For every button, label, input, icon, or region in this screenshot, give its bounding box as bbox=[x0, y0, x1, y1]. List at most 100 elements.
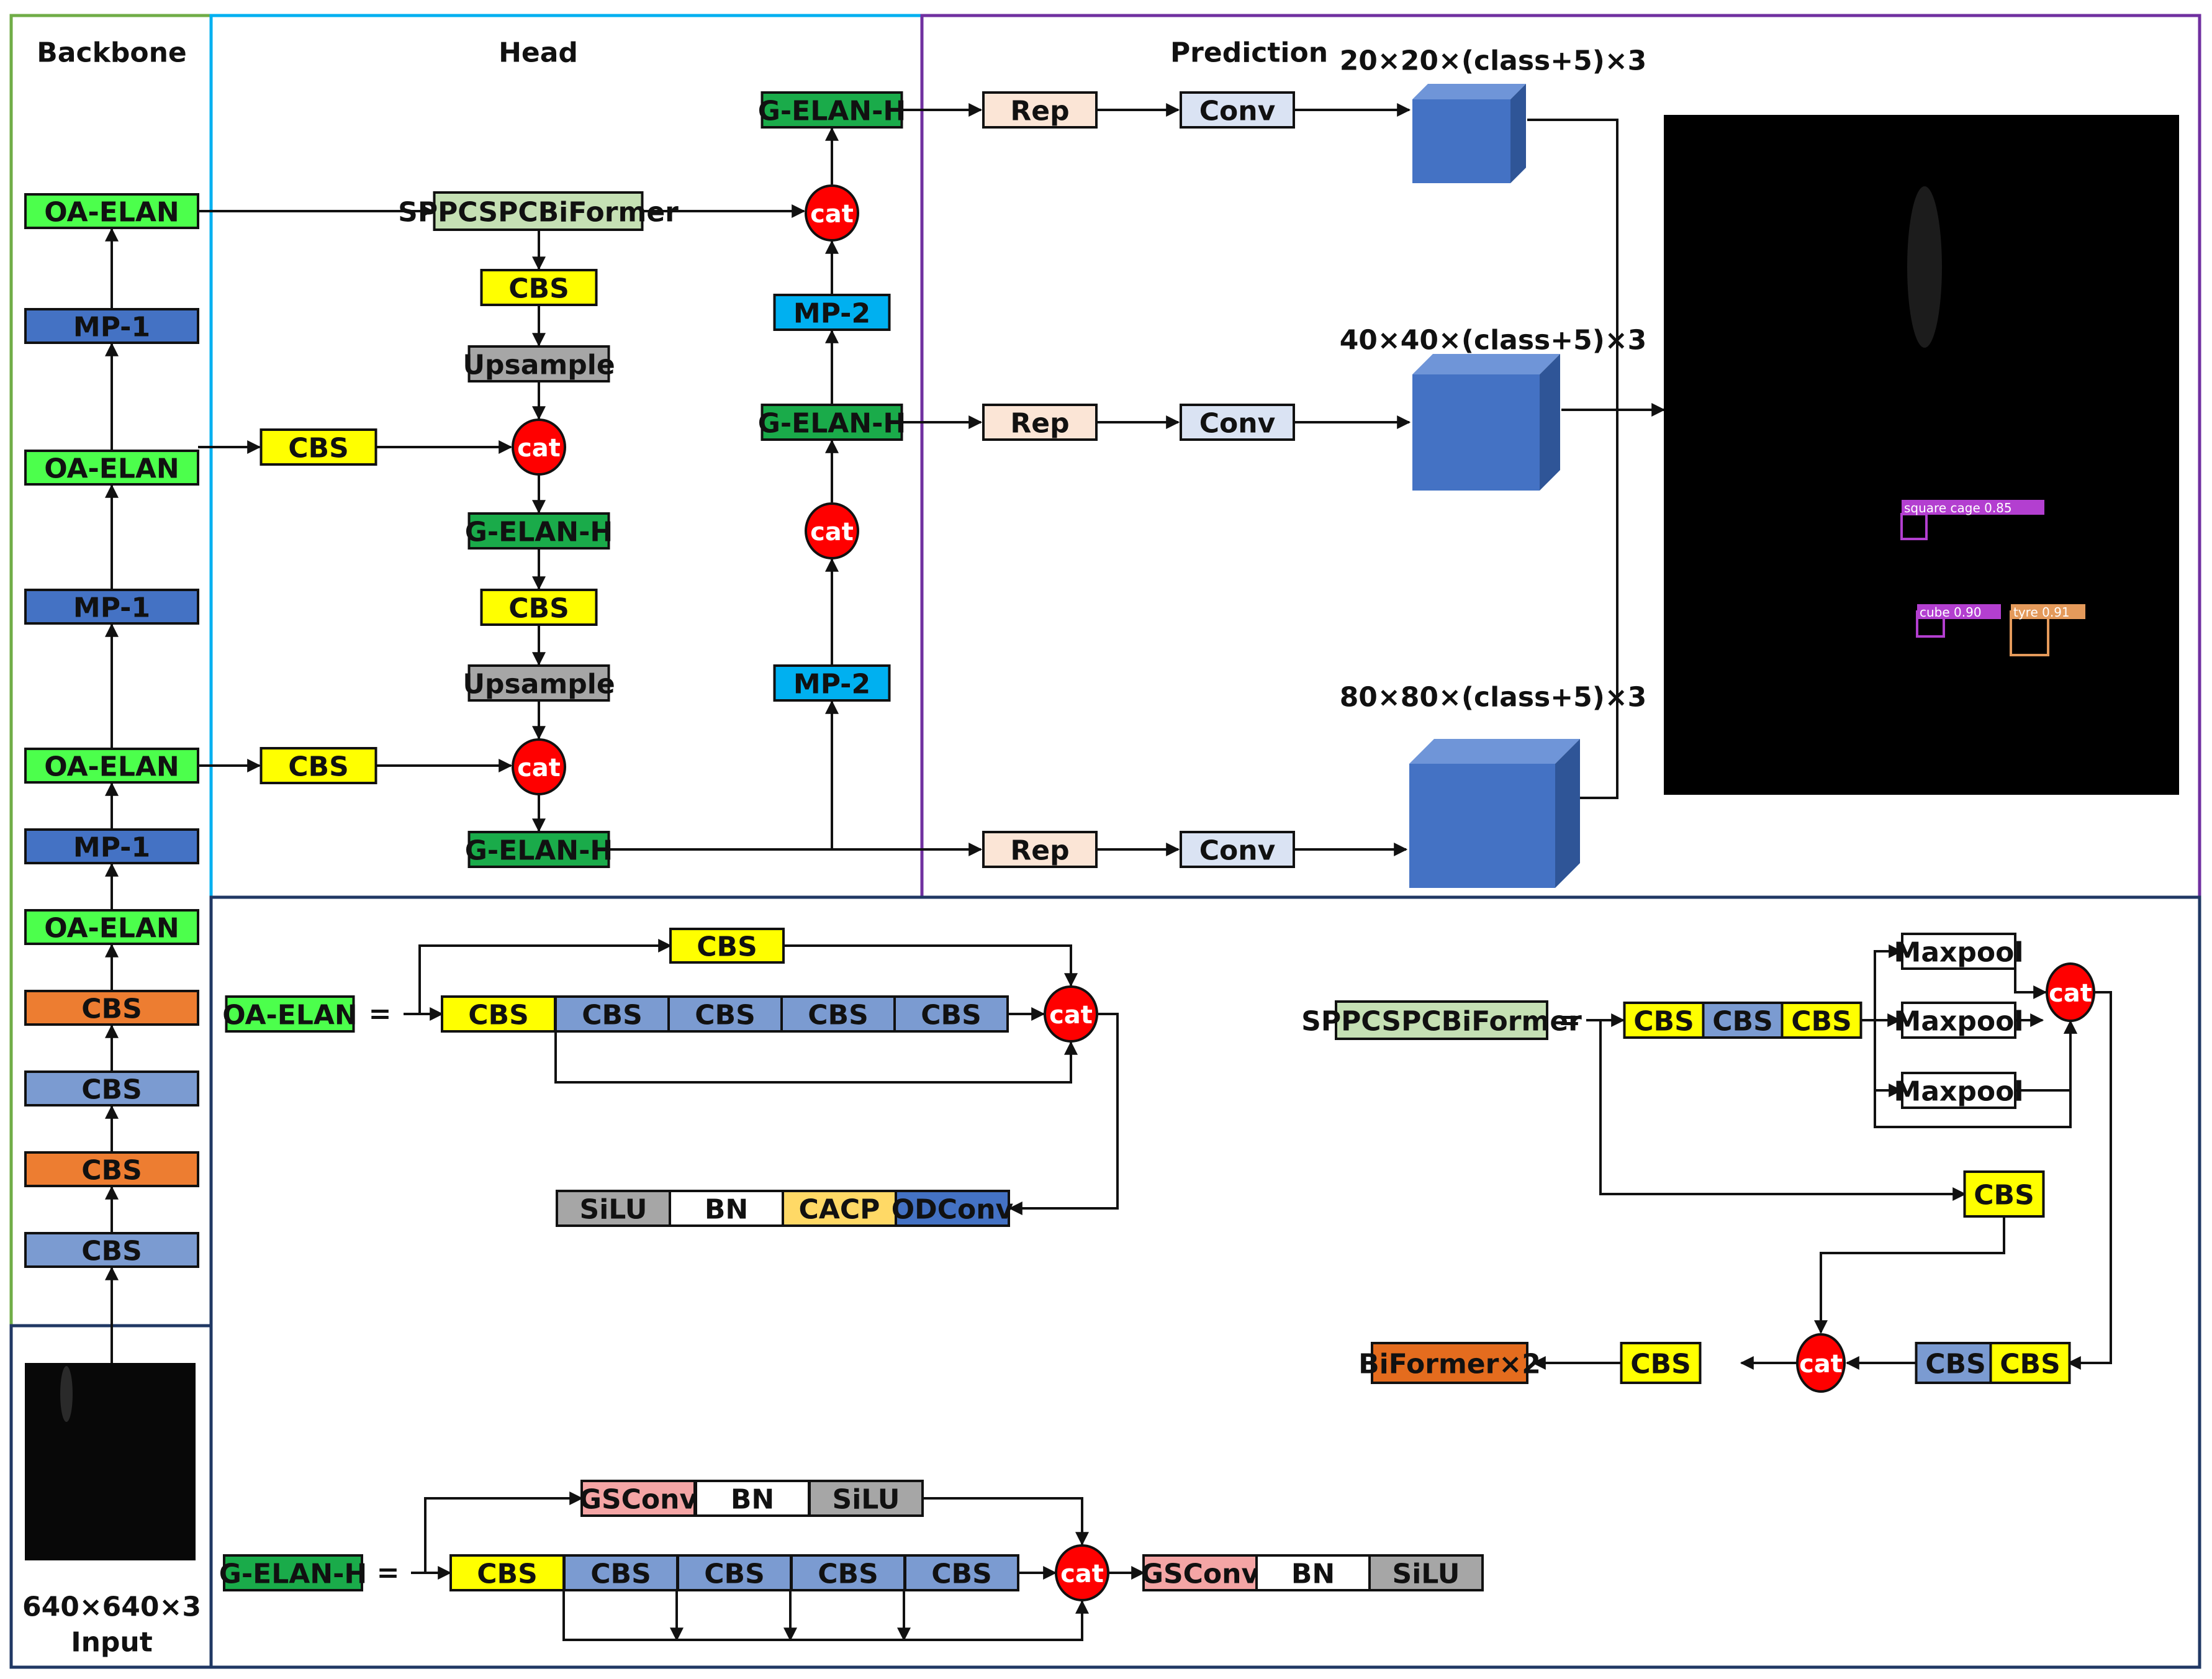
head-cbs-1-label: CBS bbox=[508, 273, 569, 305]
conv-block-2-rect bbox=[1180, 831, 1295, 868]
spp-chain-cbs-0: CBS bbox=[1623, 1002, 1705, 1039]
scale-label-80: 80×80×(class+5)×3 bbox=[1340, 682, 1647, 713]
output-cube-40 bbox=[1412, 354, 1560, 491]
oaelan-odconv-part-0-label: SiLU bbox=[580, 1194, 648, 1226]
backbone-block-2-label: CBS bbox=[81, 1074, 142, 1106]
head-cbs-1: CBS bbox=[480, 269, 598, 306]
gelanh-out-1-rect bbox=[1255, 1554, 1371, 1591]
detection-image-object bbox=[1907, 186, 1942, 348]
conv-block-0-label: Conv bbox=[1199, 96, 1276, 127]
head-lateral-cbs-2-rect bbox=[260, 747, 377, 784]
merge-line bbox=[1527, 119, 1618, 799]
backbone-block-6: OA-ELAN bbox=[24, 748, 199, 784]
spp-maxpool-0-rect bbox=[1901, 933, 2016, 970]
head-cat-1: cat bbox=[512, 419, 566, 476]
spp-chain-cbs-1: CBS bbox=[1702, 1002, 1784, 1039]
head-gelanh-4-label: G-ELAN-H bbox=[758, 96, 906, 127]
gelanh-out-0-label: GSConv bbox=[1141, 1559, 1260, 1590]
gelanh-top-0-rect bbox=[580, 1480, 696, 1517]
head-gelanh-3-rect bbox=[761, 404, 903, 441]
spp-chain-cbs-2: CBS bbox=[1781, 1002, 1862, 1039]
gelanh-out-2-label: SiLU bbox=[1393, 1559, 1460, 1590]
head-mp2-1-label: MP-2 bbox=[793, 669, 870, 700]
backbone-block-1: CBS bbox=[24, 1151, 199, 1187]
gelanh-top-2-label: SiLU bbox=[833, 1484, 900, 1516]
backbone-block-10-rect bbox=[24, 193, 199, 229]
oaelan-cat-label: cat bbox=[1049, 1001, 1093, 1030]
oaelan-odconv-part-3-label: ODConv bbox=[892, 1194, 1014, 1226]
spp-bottom-cbs-0: CBS bbox=[1915, 1342, 1997, 1384]
spp-biformer-block: BiFormer×2 bbox=[1358, 1342, 1541, 1384]
gelanh-chain-cbs-2-rect bbox=[677, 1554, 792, 1591]
gelanh-cat-circle bbox=[1055, 1544, 1109, 1601]
gelanh-cat: cat bbox=[1055, 1544, 1109, 1601]
spp-branch-cbs-rect bbox=[1963, 1170, 2045, 1218]
conv-block-2-label: Conv bbox=[1199, 835, 1276, 867]
gelanh-top-2-rect bbox=[808, 1480, 924, 1517]
head-cat-4-label: cat bbox=[810, 200, 854, 229]
rep-block-2: Rep bbox=[982, 831, 1098, 868]
gelanh-chain-cbs-2: CBS bbox=[677, 1554, 792, 1591]
rep-block-1: Rep bbox=[982, 404, 1098, 441]
head-cat-4-circle bbox=[805, 184, 859, 242]
gelanh-top-1-rect bbox=[695, 1480, 810, 1517]
backbone-title: Backbone bbox=[37, 37, 186, 69]
gelanh-out-0-rect bbox=[1142, 1554, 1258, 1591]
head-gelanh-3-label: G-ELAN-H bbox=[758, 408, 906, 440]
backbone-block-6-label: OA-ELAN bbox=[44, 751, 179, 783]
gelanh-top-0: GSConv bbox=[579, 1480, 697, 1517]
spp-cat-1-circle bbox=[2046, 962, 2095, 1022]
backbone-block-5-label: MP-1 bbox=[73, 832, 150, 864]
spp-biformer-block-label: BiFormer×2 bbox=[1358, 1349, 1541, 1380]
backbone-block-7: MP-1 bbox=[24, 589, 199, 625]
head-upsample-1-rect bbox=[467, 345, 610, 382]
oaelan-chain-cbs-3: CBS bbox=[780, 995, 896, 1033]
backbone-block-5: MP-1 bbox=[24, 828, 199, 864]
head-title: Head bbox=[499, 37, 578, 69]
oaelan-cat: cat bbox=[1044, 985, 1098, 1043]
oaelan-chain-cbs-4-rect bbox=[893, 995, 1009, 1033]
oaelan-odconv-part-1: BN bbox=[669, 1190, 784, 1227]
gelanh-out-0: GSConv bbox=[1141, 1554, 1260, 1591]
output-cube-40-top bbox=[1412, 354, 1560, 374]
spp-cat-to-bottom bbox=[2067, 991, 2112, 1370]
head-upsample-1: Upsample bbox=[463, 345, 615, 382]
backbone-block-8: OA-ELAN bbox=[24, 450, 199, 486]
head-cat-2-circle bbox=[512, 738, 566, 795]
oaelan-odconv-part-2-rect bbox=[782, 1190, 897, 1227]
head-cat-1-label: cat bbox=[517, 434, 561, 463]
oaelan-odconv-part-3: ODConv bbox=[892, 1190, 1014, 1227]
head-gelanh-4: G-ELAN-H bbox=[758, 91, 906, 129]
head-cat-1-circle bbox=[512, 419, 566, 476]
backbone-block-0-label: CBS bbox=[81, 1236, 142, 1267]
oaelan-chain-cbs-3-rect bbox=[780, 995, 896, 1033]
rep-block-0-label: Rep bbox=[1010, 96, 1069, 127]
spp-bottom-cbs-0-rect bbox=[1915, 1342, 1997, 1384]
head-gelanh-4-rect bbox=[761, 91, 903, 129]
input-label: Input bbox=[71, 1627, 153, 1659]
head-lateral-cbs-2-label: CBS bbox=[288, 751, 349, 783]
output-cube-40-front bbox=[1412, 374, 1540, 491]
oaelan-cat-to-conv bbox=[1008, 1013, 1119, 1215]
detection-label-0: square cage 0.85 bbox=[1904, 500, 2012, 515]
backbone-block-2: CBS bbox=[24, 1070, 199, 1107]
spp-maxpool-2-rect bbox=[1901, 1072, 2016, 1109]
output-cube-80-top bbox=[1409, 739, 1580, 764]
head-gelanh-1-label: G-ELAN-H bbox=[465, 517, 613, 548]
backbone-block-9: MP-1 bbox=[24, 308, 199, 344]
spp-cat-2-label: cat bbox=[1799, 1350, 1843, 1378]
gelanh-legend-name-rect bbox=[223, 1554, 363, 1591]
output-cube-80-front bbox=[1409, 764, 1555, 888]
spp-maxpool-0-label: Maxpool bbox=[1894, 937, 2024, 969]
gelanh-bottom-branch bbox=[562, 1590, 1089, 1641]
head-mp2-2: MP-2 bbox=[773, 294, 891, 331]
gelanh-chain-cbs-3-rect bbox=[790, 1554, 906, 1591]
head-gelanh-1-rect bbox=[467, 512, 610, 550]
oaelan-legend-name-label: OA-ELAN bbox=[222, 1000, 358, 1031]
head-lateral-cbs-1: CBS bbox=[260, 428, 377, 466]
spp-branch-to-cbs bbox=[1599, 1020, 1967, 1201]
head-cat-4: cat bbox=[805, 184, 859, 242]
head-lateral-cbs-2: CBS bbox=[260, 747, 377, 784]
spp-maxpool-1-rect bbox=[1901, 1002, 2016, 1039]
